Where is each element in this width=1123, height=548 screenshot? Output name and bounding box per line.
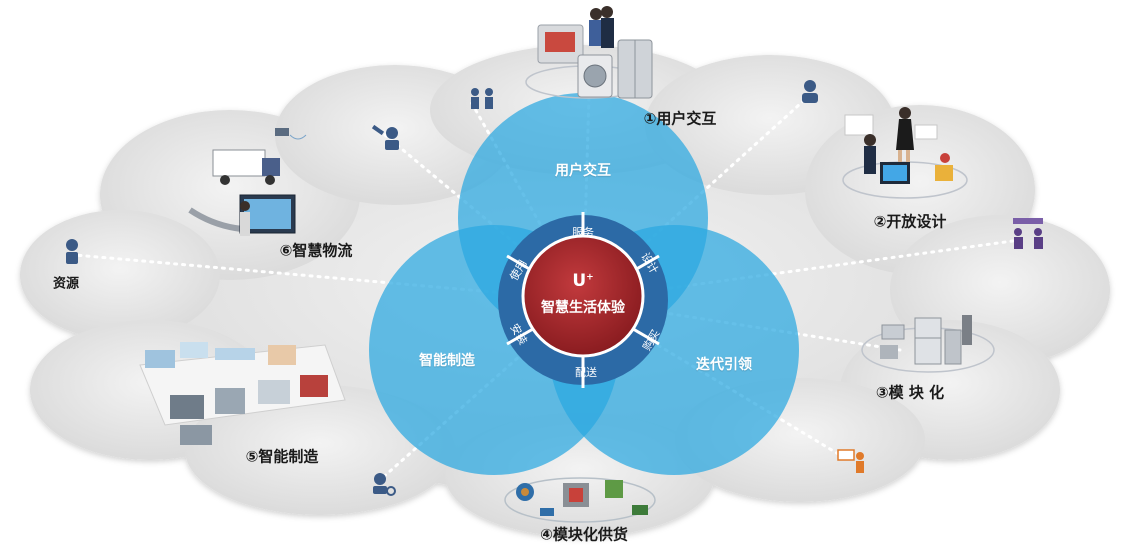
scene-label-module-supply: ④模块化供货 <box>540 525 628 544</box>
center-title: 智慧生活体验 <box>541 300 625 316</box>
team-meeting-icon <box>1013 218 1043 249</box>
engineer-gear-icon <box>373 473 396 496</box>
engineer-tools-icon <box>371 124 399 150</box>
presenter-icon <box>837 449 864 473</box>
scene-label-modularization: ③模 块 化 <box>875 383 945 402</box>
process-ring <box>498 212 668 388</box>
resource-person-icon <box>66 239 78 264</box>
scene-user-interaction-illustration <box>525 6 653 99</box>
center-brand: U+ <box>572 271 594 291</box>
scene-label-smart-manufacturing: ⑤智能制造 <box>245 447 319 466</box>
ring-label-service: 服务 <box>572 226 594 239</box>
scene-modularization-illustration <box>861 315 995 373</box>
scene-label-open-design: ②开放设计 <box>873 212 947 231</box>
worker-icon <box>802 80 818 103</box>
circle-label-smart-manufacturing: 智能制造 <box>419 353 475 369</box>
handshake-icon <box>471 88 493 109</box>
resource-label: 资源 <box>52 276 80 292</box>
circle-label-iteration-lead: 迭代引领 <box>696 357 752 373</box>
scene-open-design-illustration <box>842 107 968 199</box>
scene-module-supply-illustration <box>504 477 656 523</box>
scene-label-user-interaction: ①用户交互 <box>643 109 717 128</box>
center-circle <box>521 234 645 358</box>
scene-label-smart-logistics: ⑥智慧物流 <box>279 241 353 260</box>
ring-label-delivery: 配送 <box>575 366 597 379</box>
circle-label-user-interaction: 用户交互 <box>555 163 611 179</box>
scene-smart-logistics-illustration <box>188 128 307 236</box>
scene-smart-manufacturing-illustration <box>139 342 346 445</box>
